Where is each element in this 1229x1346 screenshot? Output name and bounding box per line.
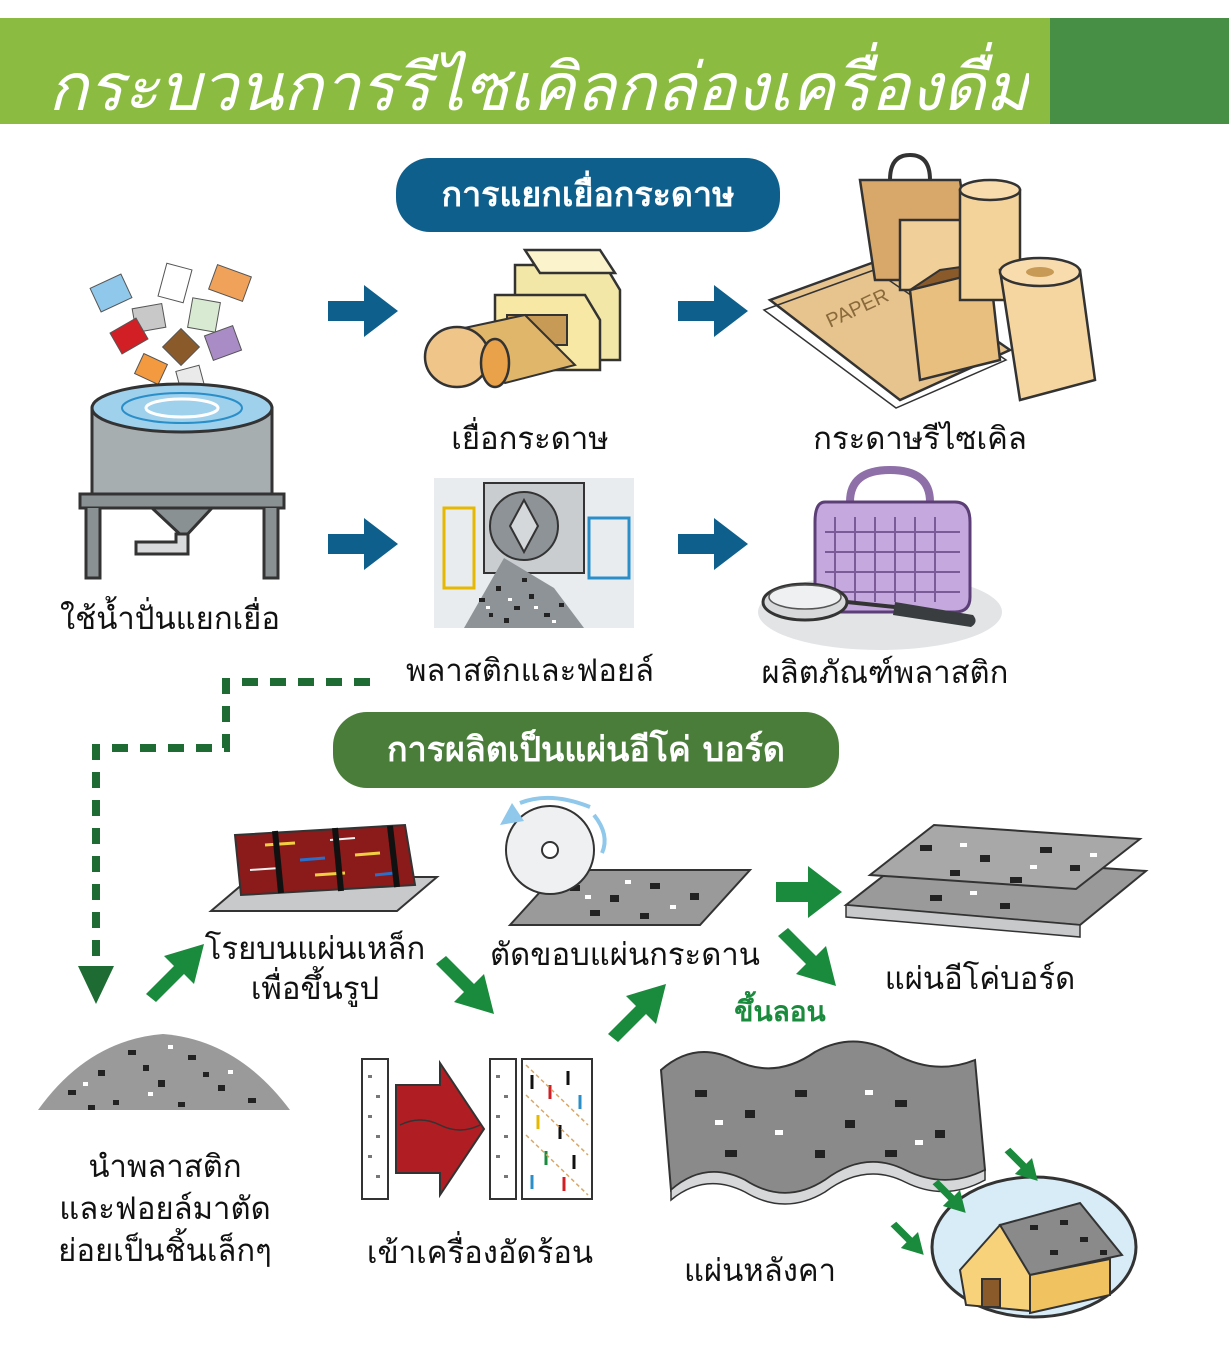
house-roof-illustration xyxy=(930,1175,1138,1319)
arrow-right-icon xyxy=(678,518,748,570)
hot-press-illustration xyxy=(361,1058,593,1200)
caption-plastic-products: ผลิตภัณฑ์พลาสติก xyxy=(761,655,1009,691)
caption-hot-press: เข้าเครื่องอัดร้อน xyxy=(366,1235,594,1271)
plastic-products-illustration xyxy=(758,465,1002,650)
arrow-down-right-icon xyxy=(1004,1147,1038,1181)
tank-body xyxy=(78,382,286,580)
falling-paper-scraps xyxy=(89,262,253,392)
caption-eco-board: แผ่นอีโค่บอร์ด xyxy=(884,961,1076,997)
caption-plastic-foil: พลาสติกและฟอยล์ xyxy=(405,653,654,689)
caption-paper-pulp: เยื่อกระดาษ xyxy=(451,421,609,457)
roof-sheet-illustration xyxy=(659,1040,987,1205)
caption-corrugate: ขึ้นลอน xyxy=(734,995,826,1028)
dashed-flow-connector xyxy=(78,678,370,1004)
arrow-up-right-icon xyxy=(146,944,204,1002)
caption-shred-line-3: ย่อยเป็นชิ้นเล็กๆ xyxy=(58,1233,272,1269)
caption-spread-line-2: เพื่อขึ้นรูป xyxy=(250,971,380,1007)
pulper-tank-illustration xyxy=(78,262,286,580)
header-banner-accent xyxy=(1050,18,1229,124)
board-on-steel-illustration xyxy=(208,823,440,912)
eco-board-stack-illustration xyxy=(843,823,1149,938)
caption-spread-line-1: โรยบนแผ่นเหล็ก xyxy=(204,931,426,967)
page-title: กระบวนการรีไซเคิลกล่องเครื่องดื่ม xyxy=(48,49,1029,124)
plastic-foil-machine-illustration xyxy=(434,478,634,628)
caption-trim: ตัดขอบแผ่นกระดาน xyxy=(490,937,760,973)
shredded-pile-illustration xyxy=(38,1034,290,1110)
arrow-right-icon xyxy=(328,518,398,570)
paper-pulp-machine-illustration xyxy=(423,248,622,389)
recycled-paper-illustration: PAPER xyxy=(762,152,1097,409)
caption-recycled-paper: กระดาษรีไซเคิล xyxy=(813,421,1027,457)
arrow-right-icon xyxy=(776,866,842,918)
header-banner xyxy=(0,18,1050,124)
section-pulp-separation: การแยกเยื่อกระดาษ xyxy=(396,158,780,232)
caption-shred-line-1: นำพลาสติก xyxy=(88,1149,242,1185)
caption-pulping: ใช้น้ำปั่นแยกเยื่อ xyxy=(60,601,280,637)
caption-shred-line-2: และฟอยล์มาตัด xyxy=(59,1191,271,1227)
section-eco-board: การผลิตเป็นแผ่นอีโค่ บอร์ด xyxy=(333,712,839,788)
arrow-down-right-icon xyxy=(890,1221,924,1255)
arrow-right-icon xyxy=(678,285,748,337)
arrow-up-right-icon xyxy=(608,984,666,1042)
arrow-right-icon xyxy=(328,285,398,337)
caption-roof-sheet: แผ่นหลังคา xyxy=(683,1253,837,1289)
arrow-down-right-icon xyxy=(436,956,494,1014)
arrow-down-right-icon xyxy=(778,928,836,986)
arrow-down-right-icon xyxy=(932,1179,966,1213)
saw-trimming-illustration xyxy=(500,795,753,926)
